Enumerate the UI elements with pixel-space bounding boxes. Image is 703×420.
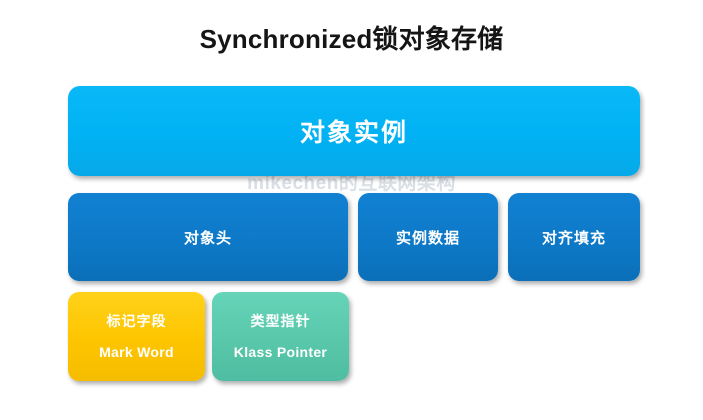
klass-pointer-label-en: Klass Pointer: [233, 344, 328, 360]
object-header-label: 对象头: [183, 229, 232, 247]
mark-word-box: 标记字段 Mark Word: [68, 292, 205, 381]
klass-pointer-box: 类型指针 Klass Pointer: [212, 292, 349, 381]
mark-word-label-en: Mark Word: [99, 344, 174, 360]
alignment-padding-box: 对齐填充: [508, 193, 640, 281]
instance-data-box: 实例数据: [358, 193, 498, 281]
instance-data-label: 实例数据: [395, 229, 460, 247]
page-title: Synchronized锁对象存储: [199, 24, 504, 54]
klass-pointer-label-cn: 类型指针: [250, 313, 311, 329]
alignment-padding-label: 对齐填充: [541, 229, 606, 247]
object-header-box: 对象头: [68, 193, 348, 281]
object-instance-box: 对象实例: [68, 86, 640, 176]
object-instance-label: 对象实例: [299, 119, 408, 147]
mark-word-label-cn: 标记字段: [106, 313, 167, 329]
